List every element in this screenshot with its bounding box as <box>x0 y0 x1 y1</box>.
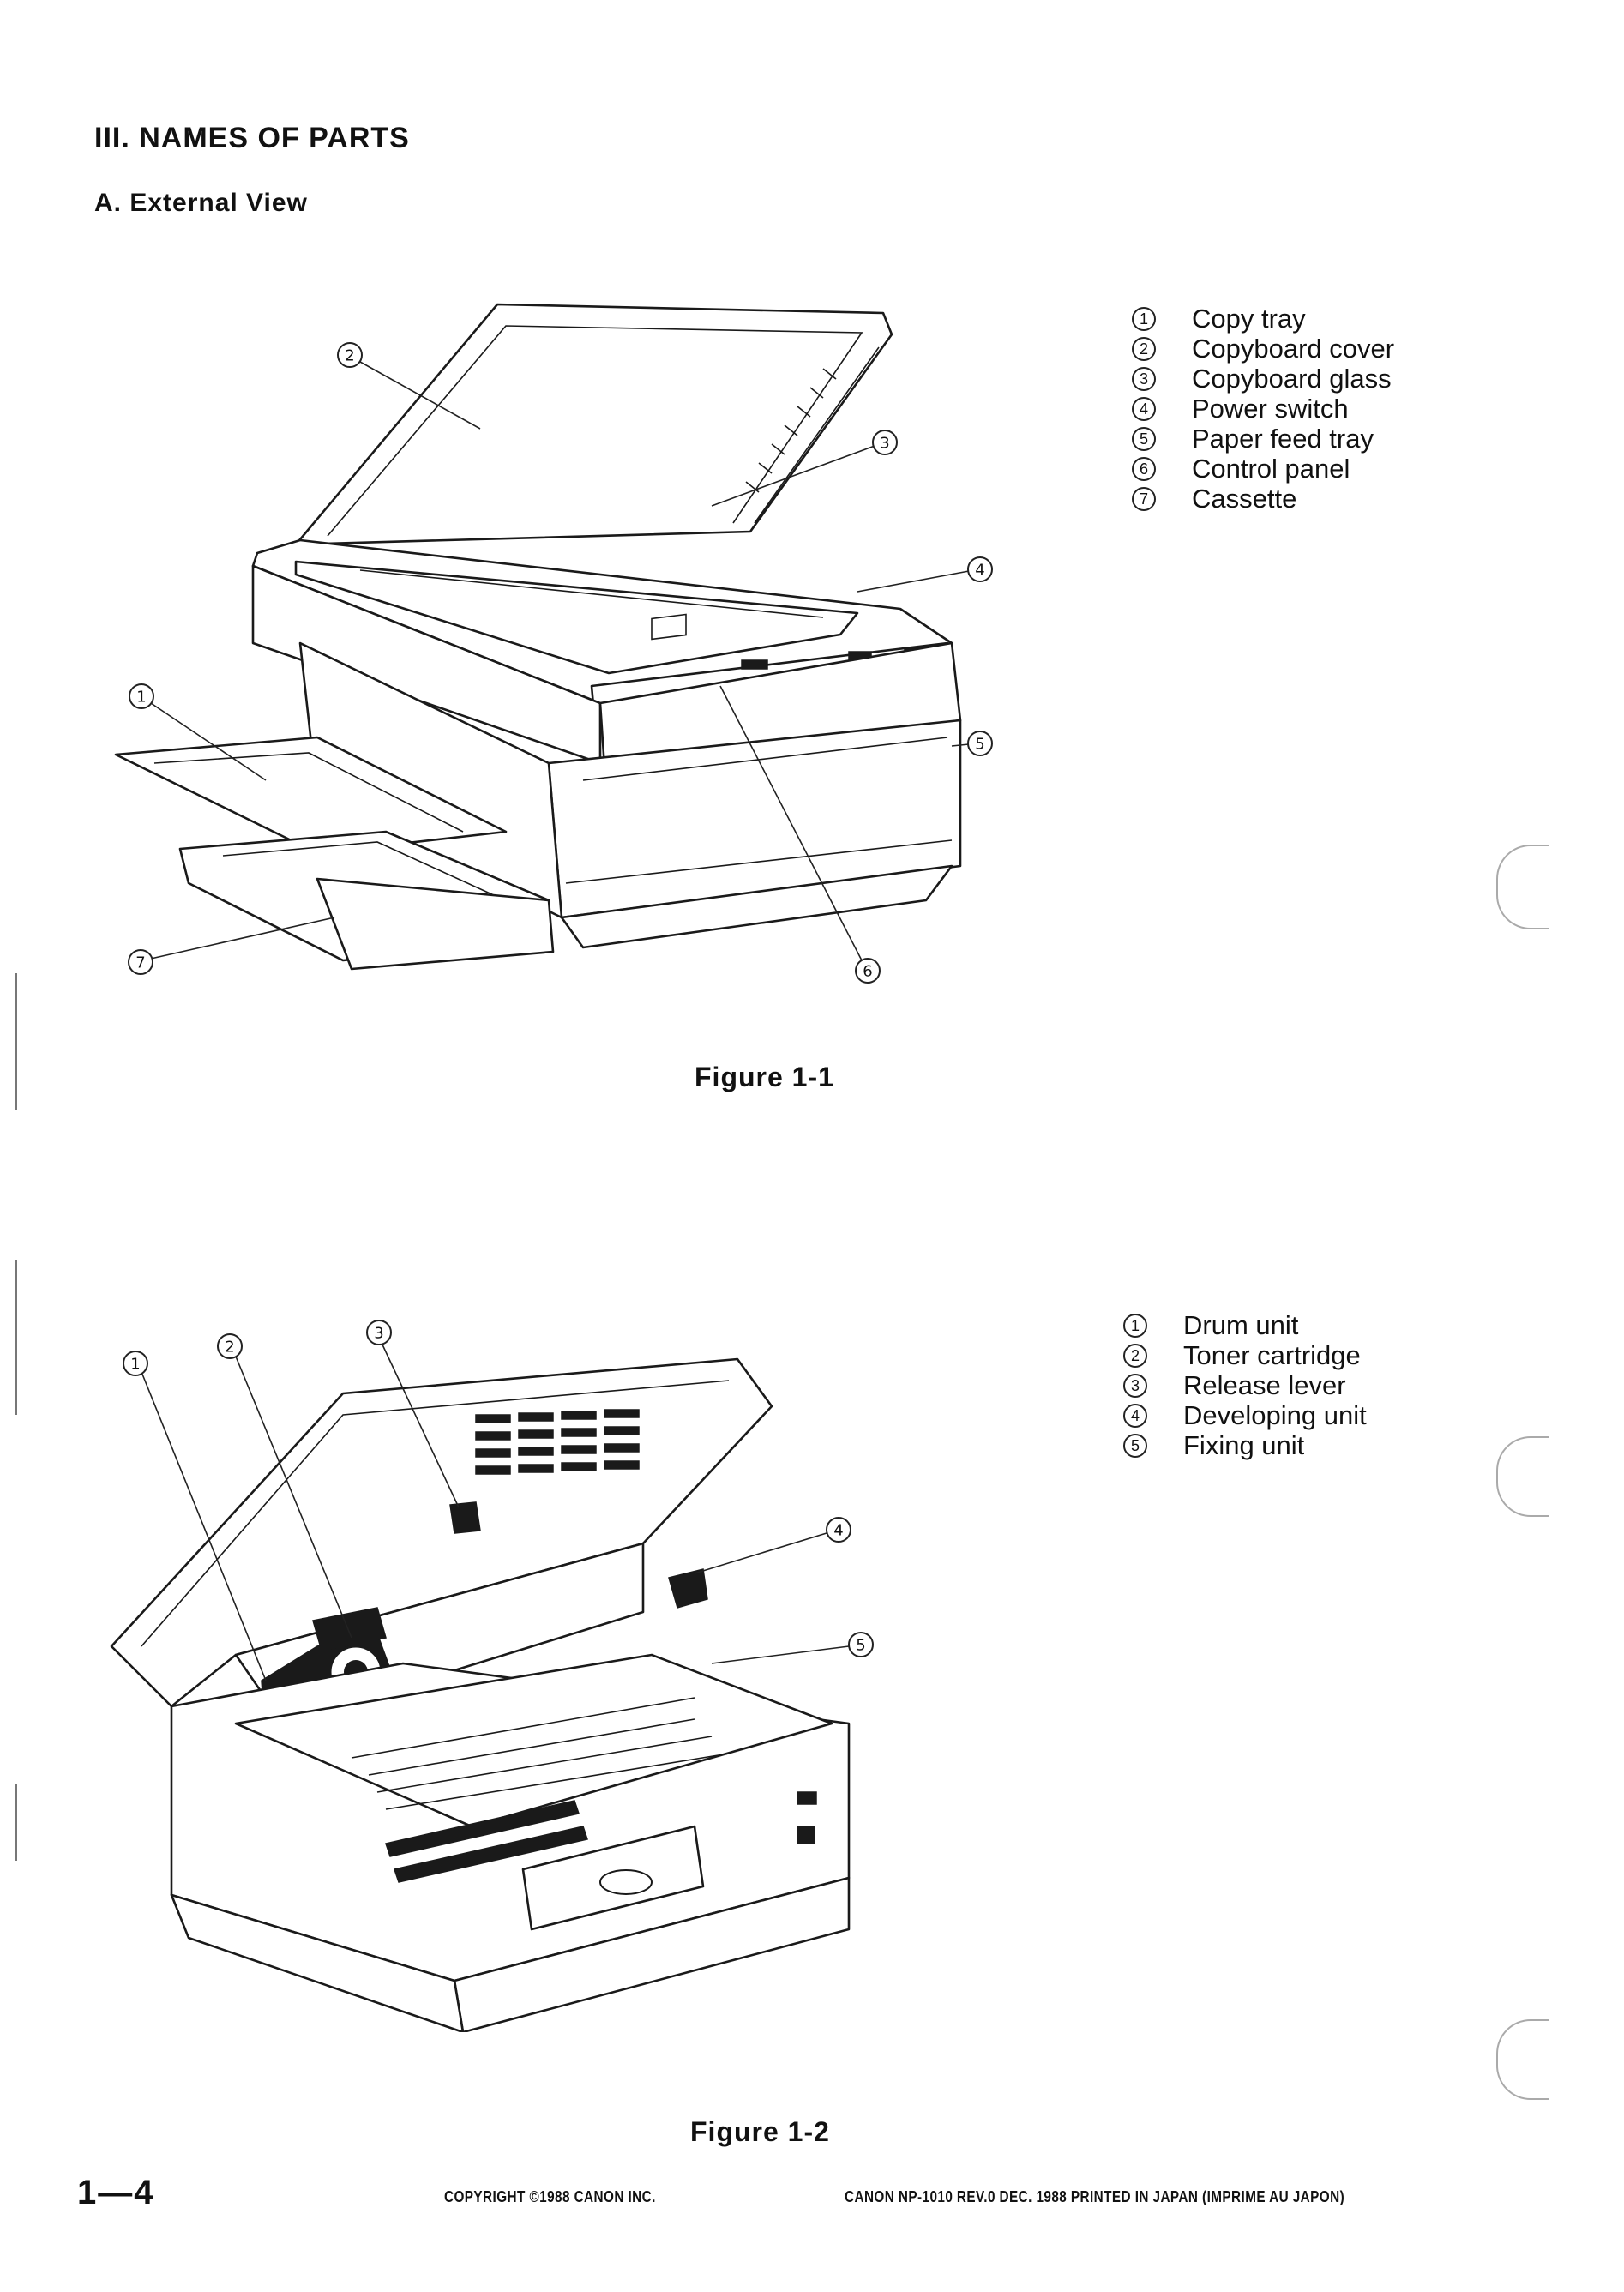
part-label: Developing unit <box>1183 1400 1367 1430</box>
binding-hole-mark <box>1496 845 1549 929</box>
part-number: 7 <box>1132 486 1156 511</box>
part-number: 5 <box>1132 426 1156 451</box>
page-number: 1—4 <box>77 2174 155 2211</box>
part-label: Copy tray <box>1192 304 1306 334</box>
callout-7: 7 <box>128 949 153 975</box>
svg-text:5: 5 <box>975 736 984 754</box>
svg-text:2: 2 <box>345 347 354 365</box>
callout-1: 1 <box>129 683 154 709</box>
svg-text:7: 7 <box>135 954 145 972</box>
part-number: 2 <box>1123 1343 1147 1368</box>
list-item: 2 Copyboard cover <box>1132 334 1394 364</box>
part-label: Drum unit <box>1183 1310 1299 1340</box>
part-number: 1 <box>1132 306 1156 331</box>
svg-text:4: 4 <box>833 1522 843 1540</box>
list-item: 3 Release lever <box>1123 1370 1367 1400</box>
callout-5: 5 <box>848 1632 874 1657</box>
figure-1-2-parts-list: 1 Drum unit 2 Toner cartridge 3 Release lev… <box>1123 1310 1367 1460</box>
copyright-notice: COPYRIGHT ©1988 CANON INC. <box>444 2188 656 2205</box>
binding-hole-mark <box>1496 2019 1549 2100</box>
part-number: 5 <box>1123 1433 1147 1458</box>
list-item: 1 Drum unit <box>1123 1310 1367 1340</box>
list-item: 7 Cassette <box>1132 484 1394 514</box>
part-label: Copyboard glass <box>1192 364 1392 394</box>
copier-external-drawing <box>114 303 962 971</box>
list-item: 1 Copy tray <box>1132 304 1394 334</box>
list-item: 5 Fixing unit <box>1123 1430 1367 1460</box>
part-label: Control panel <box>1192 454 1350 484</box>
part-number: 4 <box>1132 396 1156 421</box>
part-label: Paper feed tray <box>1192 424 1374 454</box>
svg-text:3: 3 <box>374 1325 383 1343</box>
figure-1-1-illustration: 2 3 4 5 6 1 7 <box>114 303 993 984</box>
svg-text:4: 4 <box>975 562 984 580</box>
svg-text:5: 5 <box>856 1637 865 1655</box>
part-number: 3 <box>1132 366 1156 391</box>
scan-edge-mark <box>15 1260 17 1415</box>
scan-edge-mark <box>15 973 17 1110</box>
part-number: 2 <box>1132 336 1156 361</box>
figure-1-1-parts-list: 1 Copy tray 2 Copyboard cover 3 Copyboard g… <box>1132 304 1394 514</box>
binding-hole-mark <box>1496 1436 1549 1517</box>
part-label: Cassette <box>1192 484 1297 514</box>
callout-3: 3 <box>872 430 898 455</box>
callout-1: 1 <box>123 1351 148 1376</box>
section-heading: III. NAMES OF PARTS <box>94 122 410 154</box>
callout-2: 2 <box>337 342 363 368</box>
callout-6: 6 <box>855 958 881 984</box>
figure-1-2-illustration: 1 2 3 4 5 <box>110 1320 874 2032</box>
scan-edge-mark <box>15 1784 17 1861</box>
list-item: 6 Control panel <box>1132 454 1394 484</box>
part-label: Copyboard cover <box>1192 334 1395 364</box>
svg-text:3: 3 <box>880 435 889 453</box>
copier-open-drawing <box>110 1357 851 2032</box>
list-item: 2 Toner cartridge <box>1123 1340 1367 1370</box>
callout-3: 3 <box>366 1320 392 1345</box>
part-number: 1 <box>1123 1313 1147 1338</box>
svg-text:2: 2 <box>225 1339 234 1357</box>
svg-text:1: 1 <box>136 689 146 707</box>
figure-1-2-caption: Figure 1-2 <box>690 2116 830 2147</box>
figure-1-1-callouts: 2 3 4 5 6 1 7 <box>128 342 993 984</box>
callout-4: 4 <box>967 556 993 582</box>
part-label: Toner cartridge <box>1183 1340 1361 1370</box>
list-item: 5 Paper feed tray <box>1132 424 1394 454</box>
figure-1-2-callouts: 1 2 3 4 5 <box>123 1320 874 1681</box>
part-label: Release lever <box>1183 1370 1346 1400</box>
part-number: 6 <box>1132 456 1156 481</box>
callout-2: 2 <box>217 1333 243 1359</box>
callout-4: 4 <box>826 1517 851 1543</box>
part-number: 3 <box>1123 1373 1147 1398</box>
svg-text:1: 1 <box>130 1356 140 1374</box>
figure-1-1-caption: Figure 1-1 <box>695 1062 834 1092</box>
part-number: 4 <box>1123 1403 1147 1428</box>
list-item: 3 Copyboard glass <box>1132 364 1394 394</box>
callout-5: 5 <box>967 731 993 756</box>
list-item: 4 Developing unit <box>1123 1400 1367 1430</box>
subsection-heading: A. External View <box>94 189 308 217</box>
list-item: 4 Power switch <box>1132 394 1394 424</box>
part-label: Fixing unit <box>1183 1430 1305 1460</box>
svg-text:6: 6 <box>863 963 872 981</box>
model-print-info: CANON NP-1010 REV.0 DEC. 1988 PRINTED IN… <box>845 2188 1345 2205</box>
part-label: Power switch <box>1192 394 1349 424</box>
